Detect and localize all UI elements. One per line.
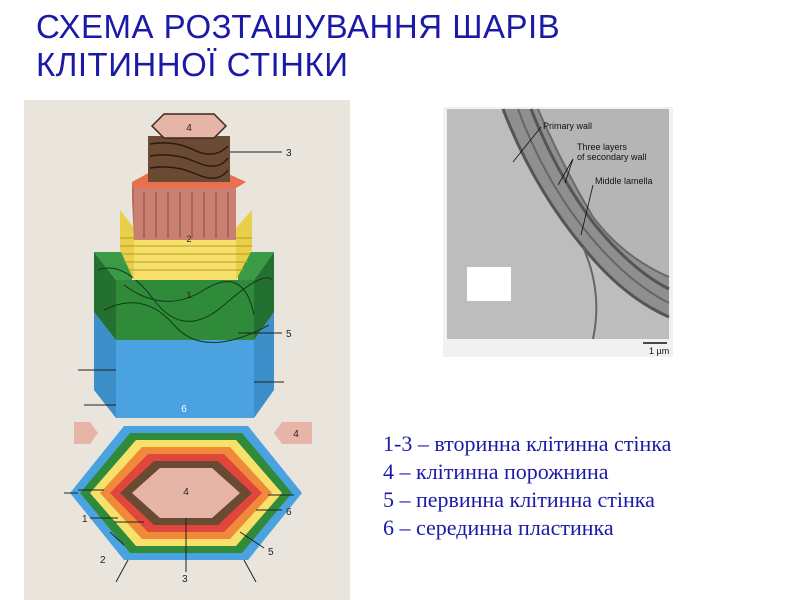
legend-item-3: 5 – первинна клітинна стінка: [383, 486, 798, 514]
label-3-section: 3: [182, 574, 188, 585]
micrograph-blank-patch: [467, 267, 511, 301]
scale-label: 1 µm: [649, 346, 669, 356]
label-4-section: 4: [183, 487, 189, 498]
label-5-pillar: 5: [286, 329, 292, 340]
page-title: СХЕМА РОЗТАШУВАННЯ ШАРІВ КЛІТИННОЇ СТІНК…: [36, 8, 756, 84]
label-middle-lamella: Middle lamella: [595, 176, 653, 186]
legend-item-2: 4 – клітинна порожнина: [383, 458, 798, 486]
label-2-pillar: 2: [186, 234, 191, 244]
label-1-pillar: 1: [186, 290, 191, 300]
title-line-1: СХЕМА РОЗТАШУВАННЯ ШАРІВ: [36, 8, 756, 46]
title-line-2: КЛІТИННОЇ СТІНКИ: [36, 46, 756, 84]
label-2-section: 2: [100, 555, 106, 566]
label-4-top: 4: [186, 123, 192, 134]
legend-item-4: 6 – серединна пластинка: [383, 514, 798, 542]
legend-item-1: 1-3 – вторинна клітинна стінка: [383, 430, 798, 458]
label-three-layers-2: of secondary wall: [577, 152, 647, 162]
label-3-pillar: 3: [286, 148, 292, 159]
layer-5-front: [116, 280, 254, 340]
label-1-section: 1: [82, 514, 88, 525]
label-primary-wall: Primary wall: [543, 121, 592, 131]
electron-micrograph: Primary wall Three layers of secondary w…: [443, 107, 673, 357]
label-5-section: 5: [268, 547, 274, 558]
layer-2-front: [134, 188, 236, 240]
label-6-pillar: 6: [181, 404, 187, 415]
legend: 1-3 – вторинна клітинна стінка 4 – кліти…: [383, 430, 798, 542]
label-three-layers-1: Three layers: [577, 142, 628, 152]
label-6-section: 6: [286, 507, 292, 518]
label-4-right: 4: [293, 429, 299, 440]
cell-wall-diagram: 4 2 1 6 3 5 4 4 1 6 2 5 3: [24, 100, 350, 600]
